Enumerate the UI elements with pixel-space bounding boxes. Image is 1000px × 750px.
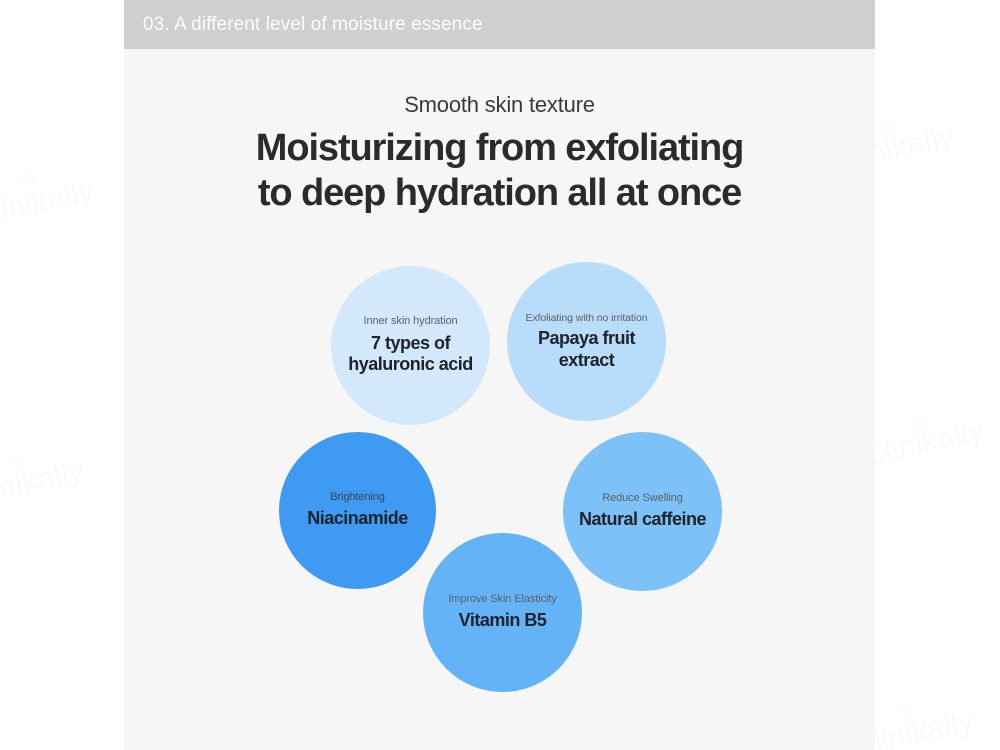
watermark-text: Clinikally bbox=[0, 454, 88, 513]
bubble-caffeine[interactable]: Reduce Swelling Natural caffeine bbox=[563, 432, 722, 591]
bubble-caption: Improve Skin Elasticity bbox=[448, 593, 557, 606]
bubble-papaya[interactable]: Exfoliating with no irritation Papaya fr… bbox=[507, 262, 666, 421]
watermark-logo-icon: ◎ bbox=[8, 448, 29, 471]
watermark-tile: ◎Clinikally bbox=[0, 158, 97, 234]
bubble-title: Niacinamide bbox=[307, 508, 408, 530]
bubble-hyaluronic[interactable]: Inner skin hydration 7 types of hyaluron… bbox=[331, 266, 490, 425]
watermark-tile: ◎Clinikally bbox=[0, 438, 87, 514]
watermark-tile: ◎Clinikally bbox=[856, 398, 988, 474]
bubble-title-line-1: Niacinamide bbox=[307, 508, 408, 529]
bubble-title-line-1: Natural caffeine bbox=[578, 509, 707, 530]
bubble-title: 7 types of hyaluronic acid bbox=[348, 333, 473, 376]
headings-block: Smooth skin texture Moisturizing from ex… bbox=[124, 92, 875, 216]
bubble-title: Papaya fruit extract bbox=[537, 328, 636, 371]
bubble-title-line-2: hyaluronic acid bbox=[348, 354, 473, 375]
bubble-caption: Reduce Swelling bbox=[602, 492, 683, 505]
page-title-line-1: Moisturizing from exfoliating bbox=[255, 127, 745, 170]
bubble-title-line-2: extract bbox=[558, 349, 615, 370]
watermark-text: Clinikally bbox=[859, 414, 988, 473]
bubble-title-line-1: Papaya fruit bbox=[537, 328, 636, 349]
section-header-title: 03. A different level of moisture essenc… bbox=[143, 14, 483, 35]
bubble-title-line-1: Vitamin B5 bbox=[458, 610, 547, 631]
eyebrow-text: Smooth skin texture bbox=[404, 92, 595, 117]
bubble-vitamin-b5[interactable]: Improve Skin Elasticity Vitamin B5 bbox=[423, 533, 582, 692]
watermark-text: Clinikally bbox=[0, 174, 98, 233]
bubble-caption: Inner skin hydration bbox=[363, 315, 458, 328]
page-title-line-2: to deep hydration all at once bbox=[257, 172, 742, 215]
watermark-logo-icon: ◎ bbox=[18, 168, 39, 191]
bubble-caption: Brightening bbox=[330, 491, 385, 504]
bubble-title: Vitamin B5 bbox=[459, 610, 547, 632]
bubble-caption: Exfoliating with no irritation bbox=[525, 311, 648, 324]
section-header-bar: 03. A different level of moisture essenc… bbox=[124, 0, 875, 49]
bubble-niacinamide[interactable]: Brightening Niacinamide bbox=[279, 432, 436, 589]
bubble-title: Natural caffeine bbox=[578, 509, 707, 531]
page-title: Moisturizing from exfoliating to deep hy… bbox=[124, 126, 875, 216]
bubble-title-line-1: 7 types of bbox=[370, 332, 451, 353]
